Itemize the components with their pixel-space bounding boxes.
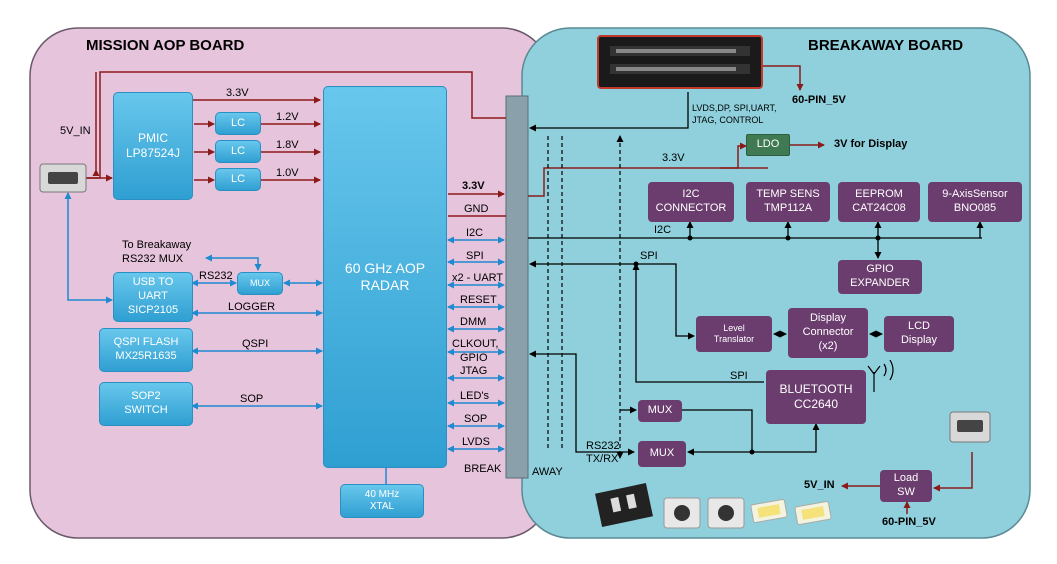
usb-right-icon — [949, 411, 991, 443]
axis-sensor-block: 9-AxisSensor BNO085 — [928, 182, 1022, 222]
label-60pin-top: 60-PIN_5V — [792, 94, 846, 106]
push-button-icon — [707, 497, 745, 529]
gpio-expander-block: GPIO EXPANDER — [838, 260, 922, 294]
wire-rs232-mux — [529, 350, 635, 456]
label-1v0: 1.0V — [276, 167, 299, 179]
label-away: AWAY — [532, 466, 563, 478]
wire-60pin-top — [762, 65, 804, 91]
temp-sensor-block: TEMP SENS TMP112A — [746, 182, 830, 222]
lc-block-3: LC — [215, 168, 261, 191]
wire-breakaway-3v3 — [528, 167, 768, 197]
breakaway-title: BREAKAWAY BOARD — [808, 37, 964, 54]
label-3v3-top: 3.3V — [226, 87, 249, 99]
label-5v-in-left: 5V_IN — [60, 125, 91, 137]
label-spi-right: SPI — [640, 250, 658, 262]
label-1v2: 1.2V — [276, 111, 299, 123]
label-if-clkout: CLKOUT, — [452, 338, 499, 350]
junction-dot — [749, 449, 755, 455]
label-break: BREAK — [464, 463, 502, 475]
wire-spi-level — [529, 260, 695, 340]
label-if-gpio: GPIO — [460, 352, 488, 364]
label-1v8: 1.8V — [276, 139, 299, 151]
qspi-flash-block: QSPI FLASH MX25R1635 — [99, 328, 193, 372]
label-qspi: QSPI — [242, 338, 269, 350]
label-5v-in-right: 5V_IN — [804, 479, 835, 491]
wire-usb-loadsw — [933, 452, 973, 492]
led-icon — [750, 499, 788, 523]
wire-mux-bt — [752, 423, 820, 453]
label-sop: SOP — [240, 393, 264, 405]
label-if-3v3: 3.3V — [462, 180, 485, 192]
xtal-block: 40 MHz XTAL — [340, 484, 424, 518]
break-line-bar — [505, 95, 529, 479]
label-if-gnd: GND — [464, 203, 489, 215]
junction-dot — [785, 235, 791, 241]
label-to-breakaway: To Breakaway RS232 MUX — [122, 239, 192, 266]
wire-conn-signals — [529, 92, 689, 132]
push-button-icon — [663, 497, 701, 529]
wire-spi-bt — [632, 263, 764, 383]
label-logger: LOGGER — [228, 301, 276, 313]
wire-mux-a-b — [682, 409, 753, 456]
label-3v3-right: 3.3V — [662, 152, 685, 164]
wire-to-ldo — [720, 142, 747, 169]
i2c-connector-block: I2C CONNECTOR — [648, 182, 734, 222]
bluetooth-block: BLUETOOTH CC2640 — [766, 370, 866, 424]
lcd-display-block: LCD Display — [884, 316, 954, 352]
label-conn-signals: LVDS,DP, SPI,UART, JTAG, CONTROL — [692, 103, 777, 126]
label-spi-bt: SPI — [730, 370, 748, 382]
lc-block-2: LC — [215, 140, 261, 163]
label-if-jtag: JTAG — [460, 365, 488, 377]
antenna-icon — [867, 359, 894, 392]
label-rs232: RS232 — [199, 270, 233, 282]
wire-usb-uart — [64, 192, 113, 304]
label-if-leds: LED's — [460, 390, 489, 402]
label-if-uart: x2 - UART — [452, 272, 504, 284]
dip-switch-icon — [595, 482, 653, 528]
label-if-lvds: LVDS — [462, 436, 490, 448]
led-icon — [794, 501, 832, 525]
label-if-i2c: I2C — [466, 227, 484, 239]
label-if-dmm: DMM — [460, 316, 487, 328]
usb-left-icon — [39, 163, 87, 193]
mission-title: MISSION AOP BOARD — [86, 37, 245, 54]
pmic-block: PMIC LP87524J — [113, 92, 193, 200]
usb-uart-block: USB TO UART SICP2105 — [113, 272, 193, 322]
junction-dot — [875, 235, 881, 241]
junction-dot — [687, 235, 693, 241]
display-connector-block: Display Connector (x2) — [788, 308, 868, 358]
level-translator-block: Level Translator — [696, 316, 772, 352]
label-3v-display: 3V for Display — [834, 138, 908, 150]
load-switch-block: Load SW — [880, 470, 932, 502]
ldo-block: LDO — [746, 134, 790, 156]
sop2-switch-block: SOP2 SWITCH — [99, 382, 193, 426]
mux-small-block: MUX — [237, 272, 283, 295]
junction-dot — [633, 261, 639, 267]
eeprom-block: EEPROM CAT24C08 — [838, 182, 920, 222]
mux-b-block: MUX — [638, 441, 686, 467]
label-if-reset: RESET — [460, 294, 497, 306]
lc-block-1: LC — [215, 112, 261, 135]
connector-icon — [597, 35, 763, 89]
label-i2c-right: I2C — [654, 224, 672, 236]
label-if-sop: SOP — [464, 413, 488, 425]
label-rs232-txrx: RS232 TX/RX — [586, 440, 620, 466]
wire-to-breakaway — [205, 254, 262, 271]
mux-a-block: MUX — [638, 400, 682, 422]
label-60pin-bottom: 60-PIN_5V — [882, 516, 936, 528]
radar-block: 60 GHz AOP RADAR — [323, 86, 447, 468]
label-if-spi: SPI — [466, 250, 484, 262]
